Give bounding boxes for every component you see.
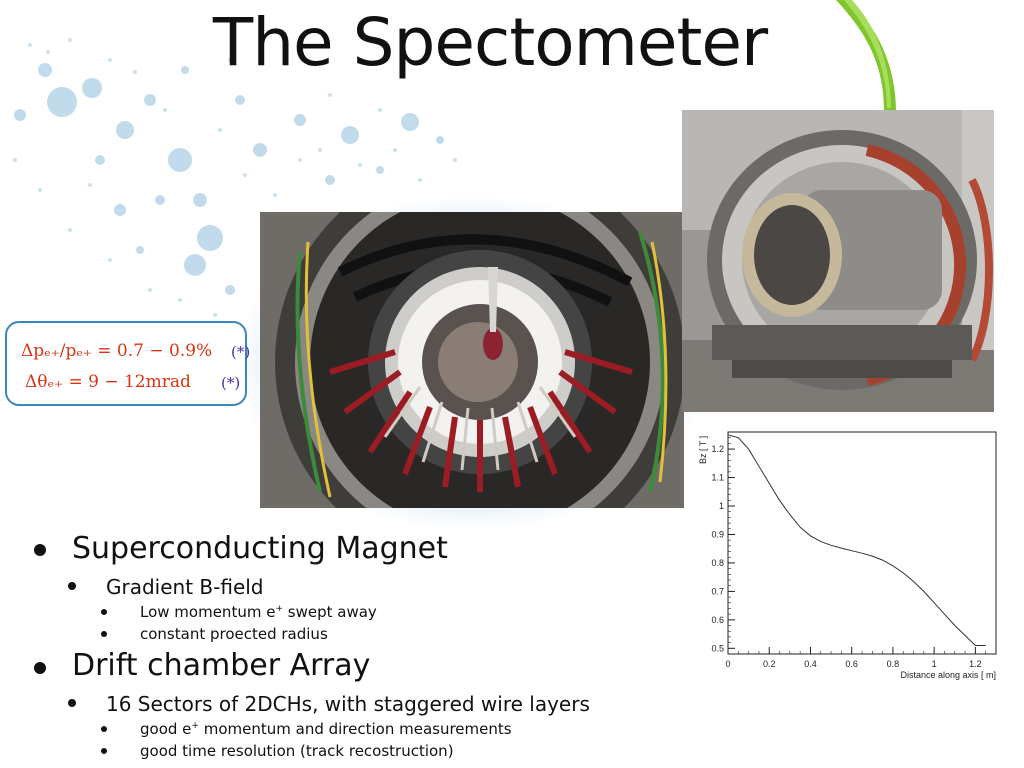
x-tick-label: 0.2	[763, 659, 776, 669]
x-tick-label: 1.2	[969, 659, 982, 669]
bullet-dot	[101, 609, 107, 615]
momentum-resolution-note: (*)	[231, 343, 251, 361]
y-tick-label: 0.9	[711, 529, 724, 539]
resolution-box: Δpₑ₊/pₑ₊ = 0.7 − 0.9% (*) Δθₑ₊ = 9 − 12m…	[5, 321, 251, 406]
bullet-dot	[101, 726, 107, 732]
bullet-dot	[68, 582, 76, 590]
bullet-dot	[68, 699, 76, 707]
bullet-dot	[34, 544, 46, 556]
x-tick-label: 1	[932, 659, 937, 669]
bullet-sixteen-sectors: 16 Sectors of 2DCHs, with staggered wire…	[106, 692, 590, 716]
bz-field-curve	[727, 434, 986, 646]
y-tick-label: 1	[719, 501, 724, 511]
drift-chamber-photo	[260, 212, 684, 508]
x-axis-label: Distance along axis [ m]	[900, 670, 996, 680]
bullet-superconducting-magnet: Superconducting Magnet	[72, 531, 448, 566]
y-tick-label: 0.7	[711, 586, 724, 596]
y-tick-label: 0.6	[711, 615, 724, 625]
y-tick-label: 0.8	[711, 558, 724, 568]
momentum-resolution: Δpₑ₊/pₑ₊ = 0.7 − 0.9%	[21, 341, 213, 361]
y-tick-label: 1.2	[711, 444, 724, 454]
x-tick-label: 0.4	[804, 659, 817, 669]
bullet-momentum-measurements: good e+ momentum and direction measureme…	[140, 720, 512, 738]
x-tick-label: 0.8	[887, 659, 900, 669]
bullet-gradient-field: Gradient B-field	[106, 575, 264, 599]
magnet-photo	[682, 110, 994, 412]
bullet-constant-radius: constant proected radius	[140, 625, 328, 643]
angle-resolution: Δθₑ₊ = 9 − 12mrad	[25, 372, 191, 392]
plot-frame	[727, 431, 997, 655]
slide-title: The Spectometer	[212, 4, 768, 81]
bullet-time-resolution: good time resolution (track recostructio…	[140, 742, 454, 760]
bullet-low-momentum: Low momentum e+ swept away	[140, 603, 377, 621]
x-tick-label: 0	[725, 659, 730, 669]
bullet-dot	[101, 748, 107, 754]
x-tick-label: 0.6	[845, 659, 858, 669]
bullet-dot	[101, 631, 107, 637]
bullet-dot	[34, 662, 46, 674]
bullet-drift-chamber-array: Drift chamber Array	[72, 648, 371, 683]
angle-resolution-note: (*)	[221, 374, 241, 392]
y-axis-label: Bz [ T ]	[698, 436, 708, 464]
y-tick-label: 0.5	[711, 643, 724, 653]
y-tick-label: 1.1	[711, 473, 724, 483]
